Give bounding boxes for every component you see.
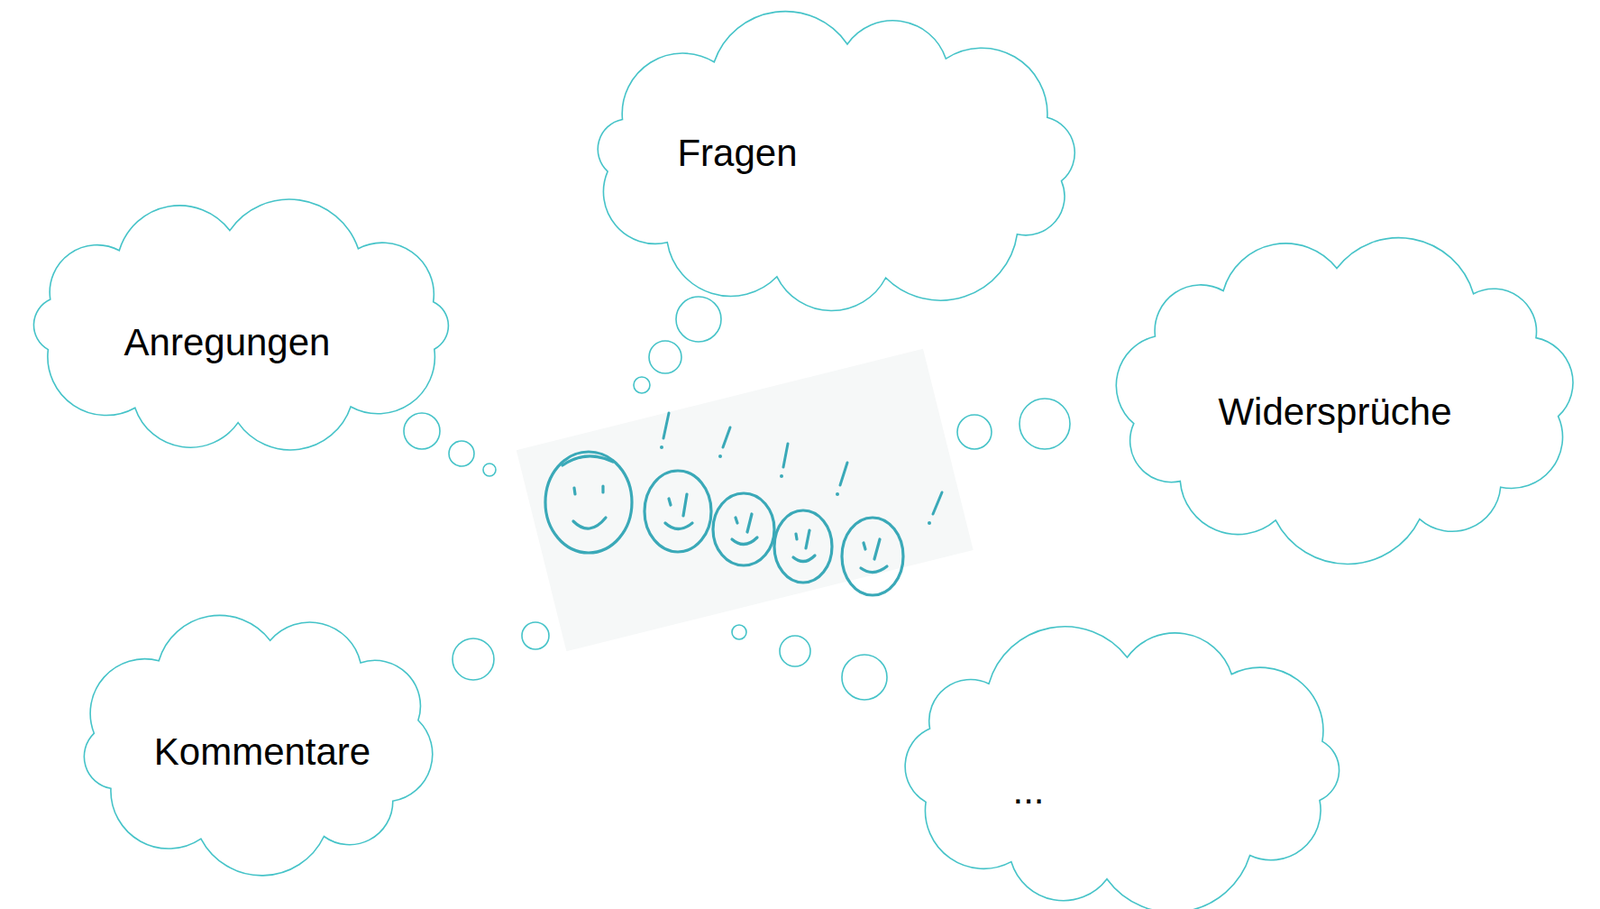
face-mouth	[573, 517, 606, 529]
face	[841, 517, 904, 595]
face-hair	[562, 456, 613, 466]
face-eye	[863, 542, 866, 549]
thought-cloud: Anregungen	[9, 209, 473, 444]
faces-sketch	[516, 348, 974, 652]
thought-bubble	[633, 376, 650, 394]
face-eye	[668, 498, 671, 505]
cloud-outline	[882, 632, 1363, 904]
thought-bubble	[957, 414, 992, 449]
thought-cloud: Kommentare	[66, 617, 449, 868]
thought-bubble	[483, 463, 496, 476]
face-eye	[735, 517, 738, 523]
thought-bubble	[521, 621, 549, 650]
faces-sketch	[545, 451, 904, 595]
face	[545, 451, 632, 553]
exclamation-mark	[663, 412, 669, 439]
thought-bubble	[649, 340, 682, 374]
face-eye	[795, 533, 797, 540]
face-eye	[874, 539, 880, 559]
sketch-background	[516, 348, 974, 652]
face-mouth	[731, 537, 758, 545]
exclamation-marks	[659, 412, 942, 525]
thought-bubbles	[403, 296, 1070, 700]
thought-cloud: ...	[882, 632, 1363, 904]
cloud-label: Anregungen	[124, 321, 331, 364]
face-eye	[601, 485, 604, 493]
exclamation-dot	[779, 474, 784, 478]
face-mouth	[793, 555, 815, 562]
face-eye	[805, 530, 810, 549]
cloud-shape	[83, 614, 432, 875]
exclamation-mark	[932, 492, 942, 514]
thought-bubble	[731, 624, 747, 640]
face-mouth	[860, 566, 887, 573]
exclamation-dot	[927, 521, 932, 525]
thought-bubble	[676, 296, 722, 342]
exclamation-mark	[722, 427, 731, 448]
thought-bubble	[403, 412, 440, 449]
face	[774, 510, 832, 583]
exclamation-dot	[659, 445, 664, 449]
thought-bubble	[452, 638, 494, 680]
cloud-label: Kommentare	[154, 731, 371, 773]
cloud-shape	[33, 199, 448, 450]
cloud-label: ...	[1012, 769, 1044, 812]
cloud-shape	[597, 11, 1075, 311]
thought-bubble	[1019, 398, 1070, 449]
face	[713, 493, 775, 566]
cloud-shape	[905, 626, 1339, 909]
exclamation-dot	[718, 454, 723, 458]
cloud-label: Widersprüche	[1217, 391, 1452, 433]
face	[644, 470, 712, 552]
cloud-shape	[1115, 237, 1573, 565]
cloud-label: Fragen	[676, 132, 797, 174]
exclamation-mark	[840, 462, 848, 485]
exclamation-mark	[783, 443, 788, 467]
face-eye	[574, 487, 576, 494]
face-mouth	[665, 522, 693, 530]
thought-cloud: Widersprüche	[1094, 239, 1596, 556]
face-eye	[683, 493, 687, 516]
thought-bubble	[448, 440, 475, 467]
thought-cloud: Fragen	[569, 18, 1102, 307]
thought-bubble	[779, 635, 811, 667]
face-eye	[747, 513, 752, 532]
cloud-outline	[569, 18, 1102, 307]
exclamation-dot	[835, 492, 840, 496]
thought-bubble	[841, 654, 887, 700]
